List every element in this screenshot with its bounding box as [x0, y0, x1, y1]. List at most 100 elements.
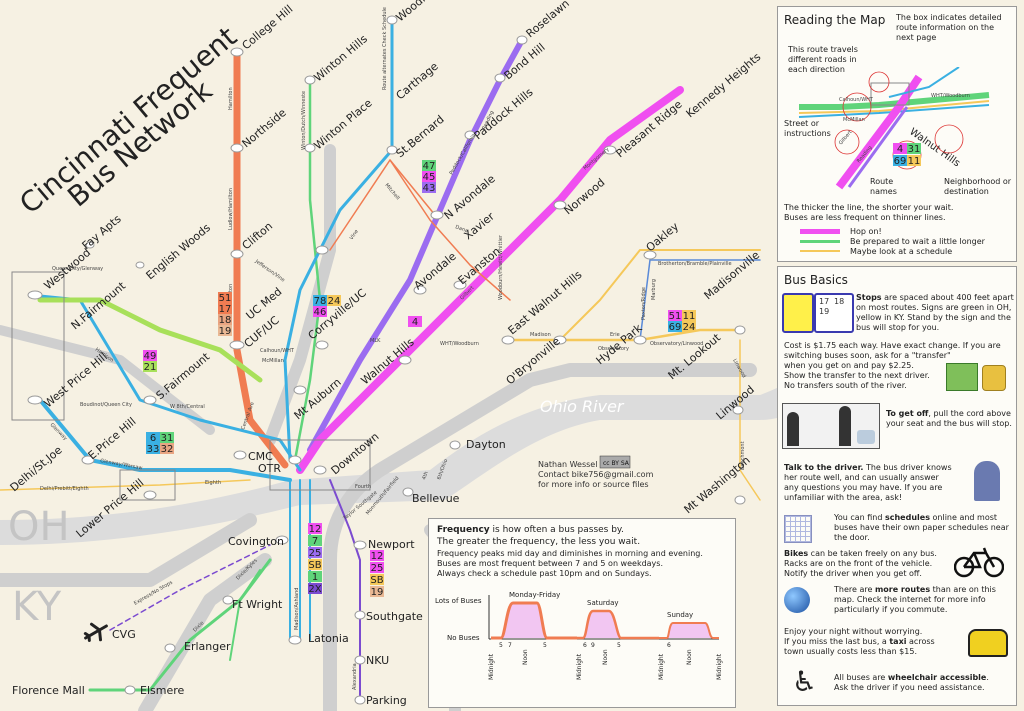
wheelchair-lead: All buses are — [834, 673, 888, 682]
route-number: 21 — [144, 362, 157, 373]
place-label: Southgate — [366, 610, 423, 623]
credit-block: Nathan Wessel Contact bike756@gmail.com … — [538, 455, 654, 489]
street-label: Madison/Ashland — [294, 588, 300, 630]
sign-route: 19 — [819, 307, 830, 316]
tick-label: 6 — [667, 642, 671, 649]
route-number: 12 — [309, 524, 322, 535]
money-icon — [946, 363, 978, 391]
street-label: Erie — [610, 332, 620, 338]
passenger-icon — [839, 406, 851, 446]
wheelchair-line2: Ask the driver if you need assistance. — [834, 683, 985, 692]
street-label: Alexandria — [352, 663, 358, 690]
street-label: MLK — [370, 338, 381, 344]
taxi-icon — [968, 629, 1008, 657]
bus-interior-icon — [782, 403, 880, 449]
frequency-panel: Frequency is how often a bus passes by. … — [428, 518, 736, 708]
place-label: OTR — [258, 462, 281, 475]
airplane-icon — [83, 622, 108, 642]
route-number: 78 — [314, 296, 327, 307]
route-number: 19 — [371, 587, 384, 598]
route-number: 51 — [669, 311, 682, 322]
route-number: 24 — [683, 322, 696, 333]
detail-boxes — [11, 79, 906, 501]
coins-icon — [982, 365, 1006, 391]
bicycle-icon — [954, 547, 1004, 578]
cost-line2: switching buses soon, ask for a "transfe… — [784, 351, 951, 360]
cost-line1: Cost is $1.75 each way. Have exact chang… — [784, 341, 1001, 350]
street-label: Madison — [530, 332, 551, 338]
seat-icon — [857, 430, 875, 444]
route-montgomery — [296, 86, 684, 474]
route-number: SB — [370, 575, 383, 586]
thickness-note-1: The thicker the line, the shorter your w… — [784, 203, 954, 212]
tick-label: Noon — [602, 649, 609, 665]
route-number: 25 — [371, 563, 384, 574]
route-number: 1 — [312, 572, 318, 583]
driver-body: The bus driver knows her route well, and… — [784, 463, 952, 502]
wheelchair-bold: wheelchair accessible — [887, 673, 987, 682]
route-number: 4 — [412, 317, 418, 328]
street-label: McMillan — [262, 358, 284, 364]
night-bold: taxi — [889, 637, 907, 646]
stops-text: Stops are spaced about 400 feet apart on… — [856, 293, 1014, 333]
route-number: 47 — [423, 161, 436, 172]
street-note: Street or instructions — [784, 119, 831, 138]
reading-title: Reading the Map — [784, 13, 886, 27]
basics-panel: Bus Basics 17 18 19 Stops are spaced abo… — [777, 266, 1017, 706]
street-label: Marburg — [651, 279, 657, 300]
cost-line4: Show the transfer to the next driver. — [784, 371, 930, 380]
route-number: 32 — [161, 444, 174, 455]
passenger-icon — [787, 412, 799, 446]
frequency-diagram: Lots of Buses No Buses Monday-Friday Sat… — [435, 591, 723, 680]
wheelchair-text: All buses are wheelchair accessible. — [834, 673, 1014, 683]
night-lead: If you miss the last bus, a — [784, 637, 890, 646]
street-label: WHT/Woodburn — [440, 341, 479, 347]
legend-line-thin — [800, 250, 840, 252]
saturday-curve — [577, 609, 659, 640]
street-label: Paxton/Ridge — [641, 287, 647, 320]
legend-label: Maybe look at a schedule — [850, 247, 953, 256]
tick-label: 5 — [617, 642, 621, 649]
more-routes-body: than are on this map. Check the internet… — [834, 585, 996, 614]
example-route: 11 — [908, 156, 921, 167]
street-label: Dana — [454, 224, 468, 234]
tick-label: 6 — [583, 642, 587, 649]
day-label: Saturday — [587, 599, 619, 607]
place-label: Newport — [368, 538, 415, 551]
route-number: 11 — [683, 311, 696, 322]
tick-label: Midnight — [658, 653, 665, 680]
route-mitchell — [389, 159, 511, 301]
credit-note: for more info or source files — [538, 480, 649, 489]
driver-icon — [974, 461, 1000, 501]
route-westwood — [37, 297, 263, 383]
stops-body: are spaced about 400 feet apart on most … — [856, 293, 1014, 332]
street-label: Boudinot/Queen City — [80, 402, 132, 408]
place-label: NKU — [366, 654, 389, 667]
ohio-label: OH — [8, 504, 70, 550]
bikes-body: can be taken freely on any bus. Racks ar… — [784, 549, 937, 578]
route-cvg — [109, 544, 271, 631]
schedule-text: You can find schedules online and most b… — [834, 513, 1014, 543]
route-number: 19 — [219, 326, 232, 337]
more-routes-lead: There are — [834, 585, 875, 594]
route-number: 12 — [371, 551, 384, 562]
getoff-body: , pull the cord above your seat and the … — [886, 409, 1012, 428]
street-label: Eighth — [205, 480, 221, 486]
route-number: 69 — [669, 322, 682, 333]
street-label: Delhi/Prebitt/Eighth — [40, 486, 89, 492]
frequency-heading: Frequency — [437, 525, 490, 535]
route-number: 46 — [314, 307, 327, 318]
route-note: This route travels different roads in ea… — [788, 45, 858, 74]
frequency-line3: Frequency peaks mid day and diminishes i… — [437, 549, 703, 558]
wheelchair-end: . — [986, 673, 989, 682]
kentucky-label: KY — [12, 584, 62, 630]
route-number: 7 — [312, 536, 318, 547]
sunday-curve — [659, 622, 719, 639]
thickness-note-2: Buses are less frequent on thinner lines… — [784, 213, 946, 222]
schedule-body: online and most buses have their own pap… — [834, 513, 1009, 542]
legend-line-medium — [800, 240, 840, 243]
frequency-line5: Always check a schedule past 10pm and on… — [437, 569, 652, 578]
schedule-bold: schedules — [884, 513, 930, 522]
getoff-bold: To get off — [886, 409, 929, 418]
place-label: Erlanger — [184, 640, 231, 653]
